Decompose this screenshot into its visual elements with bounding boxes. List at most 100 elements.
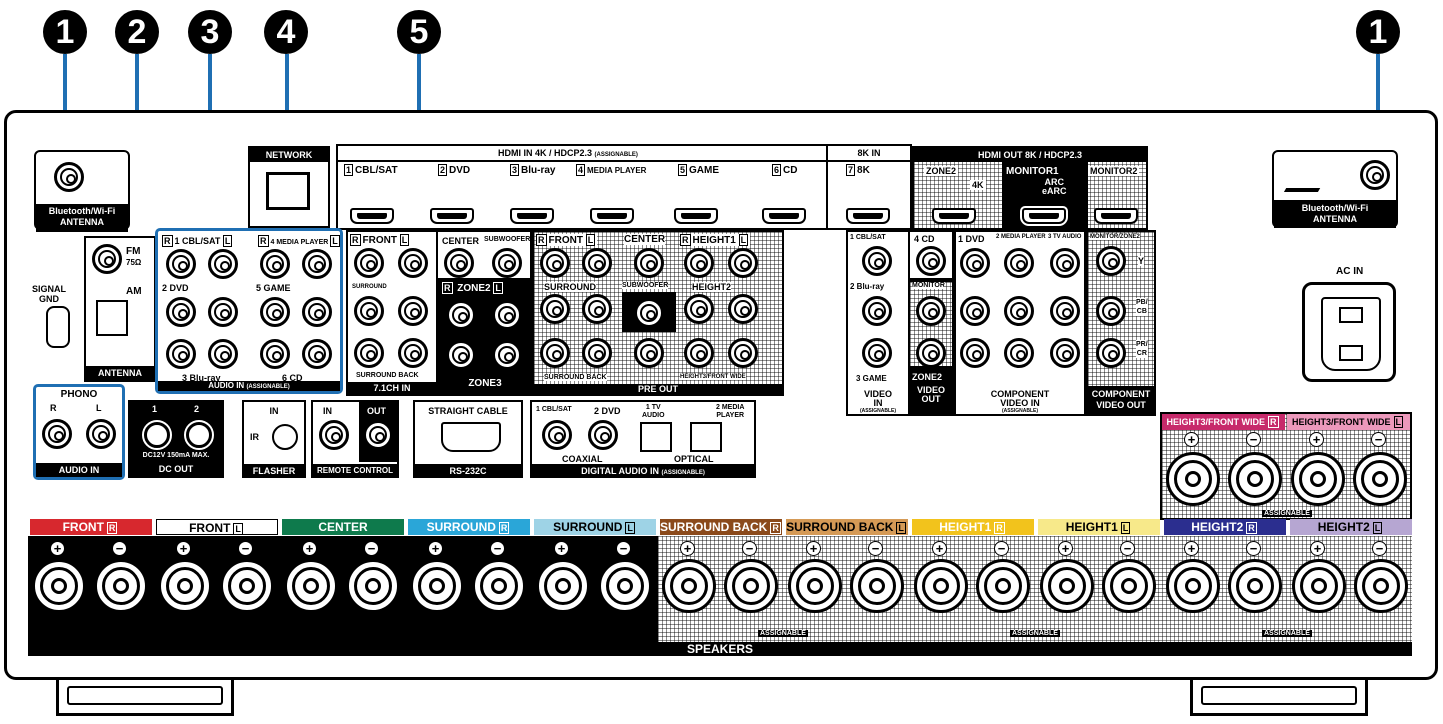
coaxial-1-jack[interactable]: [542, 420, 572, 450]
component-1-y-jack[interactable]: [960, 248, 990, 278]
pre-out-surround-r-jack[interactable]: [540, 294, 570, 324]
ch71-sb-l-jack[interactable]: [398, 338, 428, 368]
audio-in-5-r-jack[interactable]: [260, 297, 290, 327]
ac-in-socket[interactable]: [1302, 282, 1396, 382]
hdmi-in-2-port[interactable]: [430, 208, 474, 224]
pre-out-center-jack[interactable]: [634, 248, 664, 278]
dc-out-2-jack[interactable]: [184, 420, 214, 450]
component-2-pb-jack[interactable]: [1004, 296, 1034, 326]
network-port[interactable]: [266, 172, 310, 210]
speaker-binding-post[interactable]: [1228, 559, 1282, 613]
video-in-4-jack[interactable]: [916, 246, 946, 276]
speaker-binding-post[interactable]: [220, 559, 274, 613]
am-antenna-terminal[interactable]: [96, 300, 128, 336]
audio-in-6-r-jack[interactable]: [260, 339, 290, 369]
flasher-jack[interactable]: [272, 424, 298, 450]
optical-1-port[interactable]: [640, 422, 672, 452]
video-out-zone2-jack[interactable]: [916, 338, 946, 368]
speaker-binding-post[interactable]: [472, 559, 526, 613]
ch71-front-l-jack[interactable]: [398, 248, 428, 278]
phono-l-jack[interactable]: [86, 419, 116, 449]
antenna-connector-right[interactable]: [1360, 160, 1390, 190]
ch71-surround-l-jack[interactable]: [398, 296, 428, 326]
speaker-binding-post[interactable]: [662, 559, 716, 613]
speaker-binding-post[interactable]: [32, 559, 86, 613]
speaker-binding-post[interactable]: [94, 559, 148, 613]
pre-out-front-r-jack[interactable]: [540, 248, 570, 278]
speaker-binding-post[interactable]: [410, 559, 464, 613]
component-1-pb-jack[interactable]: [960, 296, 990, 326]
hdmi-out-monitor2-port[interactable]: [1094, 208, 1138, 224]
pre-out-subwoofer-jack[interactable]: [634, 298, 664, 328]
speaker-binding-post[interactable]: [284, 559, 338, 613]
component-1-pr-jack[interactable]: [960, 338, 990, 368]
pre-out-front-l-jack[interactable]: [582, 248, 612, 278]
component-3-pb-jack[interactable]: [1050, 296, 1080, 326]
audio-in-2-r-jack[interactable]: [166, 297, 196, 327]
audio-in-4-r-jack[interactable]: [260, 249, 290, 279]
zone3-r-jack[interactable]: [446, 340, 476, 370]
audio-in-4-l-jack[interactable]: [302, 249, 332, 279]
audio-in-1-l-jack[interactable]: [208, 249, 238, 279]
speaker-binding-post[interactable]: [1228, 452, 1282, 506]
signal-gnd-terminal[interactable]: [46, 306, 70, 348]
ch71-surround-r-jack[interactable]: [354, 296, 384, 326]
rs232c-port[interactable]: [441, 422, 501, 452]
component-out-pb-jack[interactable]: [1096, 296, 1126, 326]
audio-in-3-l-jack[interactable]: [208, 339, 238, 369]
ch71-front-r-jack[interactable]: [354, 248, 384, 278]
hdmi-out-monitor1-port[interactable]: [1020, 206, 1068, 226]
speaker-binding-post[interactable]: [1291, 452, 1345, 506]
video-in-2-jack[interactable]: [862, 296, 892, 326]
audio-in-5-l-jack[interactable]: [302, 297, 332, 327]
speaker-binding-post[interactable]: [1292, 559, 1346, 613]
speaker-binding-post[interactable]: [1166, 559, 1220, 613]
hdmi-in-7-port[interactable]: [846, 208, 890, 224]
speaker-binding-post[interactable]: [598, 559, 652, 613]
video-out-monitor-jack[interactable]: [916, 296, 946, 326]
speaker-binding-post[interactable]: [850, 559, 904, 613]
component-out-y-jack[interactable]: [1096, 246, 1126, 276]
component-3-y-jack[interactable]: [1050, 248, 1080, 278]
pre-out-subwoofer2-jack[interactable]: [634, 338, 664, 368]
pre-out-height1-l-jack[interactable]: [728, 248, 758, 278]
ch71-center-jack[interactable]: [444, 248, 474, 278]
speaker-binding-post[interactable]: [1353, 452, 1407, 506]
ch71-subwoofer-jack[interactable]: [492, 248, 522, 278]
hdmi-out-zone2-port[interactable]: [932, 208, 976, 224]
audio-in-2-l-jack[interactable]: [208, 297, 238, 327]
remote-out-jack[interactable]: [363, 420, 393, 450]
ch71-sb-r-jack[interactable]: [354, 338, 384, 368]
speaker-binding-post[interactable]: [724, 559, 778, 613]
speaker-binding-post[interactable]: [1102, 559, 1156, 613]
speaker-binding-post[interactable]: [1040, 559, 1094, 613]
video-in-3-jack[interactable]: [862, 338, 892, 368]
coaxial-2-jack[interactable]: [588, 420, 618, 450]
dc-out-1-jack[interactable]: [142, 420, 172, 450]
optical-2-port[interactable]: [690, 422, 722, 452]
hdmi-in-6-port[interactable]: [762, 208, 806, 224]
antenna-connector[interactable]: [54, 162, 84, 192]
hdmi-in-5-port[interactable]: [674, 208, 718, 224]
pre-out-height3-r-jack[interactable]: [684, 338, 714, 368]
hdmi-in-3-port[interactable]: [510, 208, 554, 224]
pre-out-height2-r-jack[interactable]: [684, 294, 714, 324]
phono-r-jack[interactable]: [42, 419, 72, 449]
video-in-1-jack[interactable]: [862, 246, 892, 276]
pre-out-sb-l-jack[interactable]: [582, 338, 612, 368]
component-out-pr-jack[interactable]: [1096, 338, 1126, 368]
audio-in-1-r-jack[interactable]: [166, 249, 196, 279]
hdmi-in-4-port[interactable]: [590, 208, 634, 224]
pre-out-height2-l-jack[interactable]: [728, 294, 758, 324]
remote-in-jack[interactable]: [319, 420, 349, 450]
component-2-y-jack[interactable]: [1004, 248, 1034, 278]
pre-out-height3-l-jack[interactable]: [728, 338, 758, 368]
zone2-l-jack[interactable]: [492, 300, 522, 330]
component-3-pr-jack[interactable]: [1050, 338, 1080, 368]
hdmi-in-1-port[interactable]: [350, 208, 394, 224]
fm-antenna-jack[interactable]: [92, 244, 122, 274]
speaker-binding-post[interactable]: [158, 559, 212, 613]
speaker-binding-post[interactable]: [1166, 452, 1220, 506]
audio-in-6-l-jack[interactable]: [302, 339, 332, 369]
speaker-binding-post[interactable]: [976, 559, 1030, 613]
